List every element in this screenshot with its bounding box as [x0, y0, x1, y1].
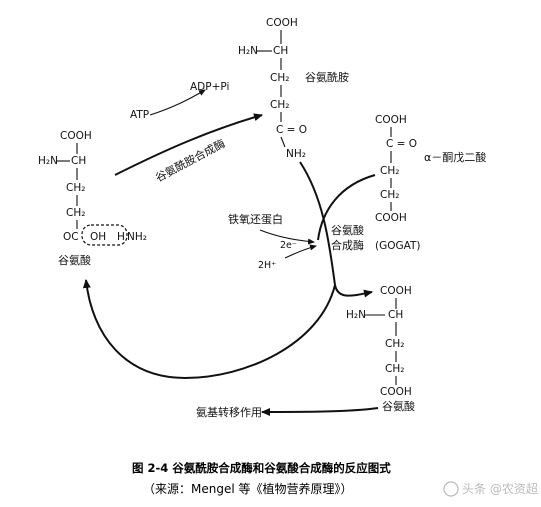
glutamine-c-eq-o: C = O [276, 124, 307, 136]
glutamate-left-h: H [117, 231, 125, 243]
proton-arrow [284, 244, 317, 259]
glutamate-left-nh2-group: H₂N [38, 155, 58, 167]
watermark-text: 头条 @农资超 [462, 481, 538, 496]
figure-caption: 图 2-4 谷氨酰胺合成酶和谷氨酸合成酶的反应图式 [132, 461, 391, 475]
glutamate-right-name: 谷氨酸 [382, 399, 415, 413]
glutamine-ch: CH [273, 45, 288, 57]
glutamate-right-ch: CH [388, 309, 403, 321]
adp-label: ADP+Pi [190, 81, 229, 93]
gogat-to-glutamate-arrow [334, 284, 373, 298]
glutamate-left-name: 谷氨酸 [58, 253, 91, 267]
glutamine-name: 谷氨酰胺 [305, 70, 349, 84]
electrons-label: 2e⁻ [280, 240, 297, 251]
glutamate-right-cooh-top: COOH [380, 285, 412, 297]
transamination-label: 氨基转移作用 [196, 405, 262, 419]
ketoglutarate-cooh-bottom: COOH [375, 212, 407, 224]
water-elimination-box [81, 224, 128, 246]
gogat-abbreviation: (GOGAT) [375, 240, 421, 252]
glutamate-right-structure: COOH H₂N CH CH₂ CH₂ COOH 谷氨酸 [346, 285, 415, 413]
glutamine-structure: COOH H₂N CH CH₂ 谷氨酰胺 CH₂ C = O NH₂ [238, 17, 349, 160]
ketoglutarate-ch2-b: CH₂ [380, 189, 399, 201]
glutamate-left-ch2-a: CH₂ [66, 182, 85, 194]
glutamine-amide-nh2: NH₂ [286, 148, 306, 160]
glutamate-left-ch: CH [71, 155, 86, 167]
ketoglutarate-ch2-a: CH₂ [380, 165, 399, 177]
transamination-arrow [261, 407, 379, 416]
gogat-label-line1: 谷氨酸 [331, 223, 364, 237]
glutamate-right-nh2-group: H₂N [346, 309, 366, 321]
atp-to-adp-arrow [149, 89, 206, 116]
watermark-logo-icon [443, 481, 459, 497]
glutamine-ch2-a: CH₂ [270, 72, 289, 84]
ketoglutarate-name: α－酮戊二酸 [424, 150, 486, 164]
glutamate-right-cooh-bottom: COOH [380, 386, 412, 398]
ketoglutarate-to-gogat-curve [317, 174, 376, 241]
electron-arrow [259, 229, 315, 245]
glutamate-right-ch2-a: CH₂ [385, 338, 404, 350]
glutamate-left-structure: COOH H₂N CH CH₂ CH₂ OC OH H NH₂ 谷氨酸 [38, 130, 147, 267]
ferredoxin-label: 铁氧还蛋白 [228, 212, 283, 226]
glutamate-left-oc: OC [63, 231, 79, 243]
glutamine-cooh: COOH [266, 17, 298, 29]
watermark: 头条 @农资超 [443, 481, 538, 497]
figure-source: （来源：Mengel 等《植物营养原理》） [143, 481, 353, 496]
glutamate-left-oh: OH [90, 231, 106, 243]
ketoglutarate-cooh-top: COOH [375, 114, 407, 126]
atp-label: ATP [130, 109, 149, 121]
glutamate-left-nh2: NH₂ [127, 231, 147, 243]
glutamate-left-cooh: COOH [60, 130, 92, 142]
ketoglutarate-c-eq-o: C = O [386, 138, 417, 150]
glutamine-to-gogat-curve [299, 161, 336, 286]
ketoglutarate-structure: COOH C = O α－酮戊二酸 CH₂ CH₂ COOH [375, 114, 486, 224]
glutamate-left-ch2-b: CH₂ [66, 207, 85, 219]
gs-reaction-arrow [114, 113, 263, 176]
return-to-glutamate-arrow [82, 279, 336, 380]
glutamine-ch2-b: CH₂ [270, 99, 289, 111]
protons-label: 2H⁺ [258, 260, 276, 271]
glutamine-nh2-group: H₂N [238, 45, 258, 57]
bond [280, 136, 286, 148]
gs-enzyme-label: 谷氨酰胺合成酶 [153, 136, 228, 185]
glutamate-right-ch2-b: CH₂ [385, 363, 404, 375]
gogat-label-line2: 合成酶 [331, 238, 364, 252]
